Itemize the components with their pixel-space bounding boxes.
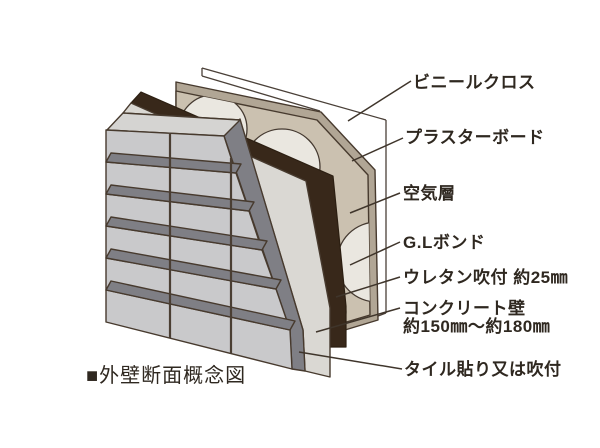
leader-line-air — [349, 192, 401, 214]
label-concrete-1: コンクリート壁 — [403, 298, 526, 318]
label-concrete-2: 約150㎜～約180㎜ — [403, 316, 550, 336]
tile-bevel — [105, 152, 242, 174]
label-vinyl-cloth: ビニールクロス — [413, 73, 536, 92]
tile-bevel — [105, 184, 255, 212]
tile-wall — [105, 129, 296, 370]
label-gl-bond: G.Lボンド — [403, 233, 485, 252]
tile-bevel — [105, 280, 296, 331]
leader-line-vinyl — [347, 80, 412, 122]
leader-line-glbond — [349, 241, 401, 266]
label-air-layer: 空気層 — [403, 183, 456, 203]
tile-bevel — [105, 248, 282, 290]
label-tile: タイル貼り又は吹付 — [404, 359, 562, 379]
leader-line-tile — [298, 351, 403, 370]
label-plasterboard: プラスターボード — [405, 127, 545, 147]
labels: ビニールクロス プラスターボード 空気層 G.Lボンド ウレタン吹付 約25㎜ … — [86, 73, 568, 387]
tile-bevel — [105, 216, 268, 251]
leader-line-plasterboard — [351, 137, 404, 162]
diagram-caption: ■外壁断面概念図 — [86, 363, 246, 387]
vinyl-top-back-edge — [201, 75, 321, 112]
label-urethane: ウレタン吹付 約25㎜ — [403, 267, 568, 287]
leader-lines — [298, 80, 412, 370]
leader-line-urethane — [335, 276, 401, 298]
vinyl-top-edge — [201, 67, 387, 121]
leader-line-concrete — [315, 307, 401, 333]
